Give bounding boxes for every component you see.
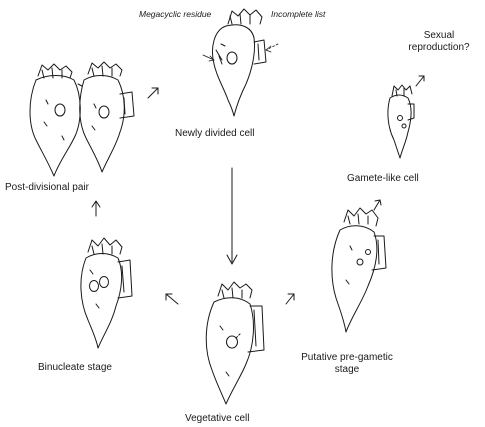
- arrow-up-right: [374, 200, 381, 210]
- arrow-up-right: [286, 294, 294, 304]
- newly-divided-cell-drawing: [213, 9, 267, 116]
- arrow-up-right: [416, 76, 424, 86]
- sexual-reproduction-label: Sexual reproduction?: [404, 30, 474, 54]
- gamete-like-cell-drawing: [388, 85, 414, 158]
- arrow-down: [227, 168, 237, 264]
- post-divisional-pair-drawing: [30, 62, 134, 176]
- post-divisional-pair-label: Post-divisional pair: [5, 182, 89, 194]
- newly-divided-cell-label: Newly divided cell: [175, 128, 254, 140]
- arrow-up: [92, 201, 100, 216]
- gamete-like-cell-label: Gamete-like cell: [347, 173, 419, 185]
- pre-gametic-cell-drawing: [332, 208, 386, 332]
- vegetative-cell-label: Vegetative cell: [185, 413, 250, 425]
- binucleate-stage-label: Binucleate stage: [38, 362, 112, 374]
- incomplete-list-label: Incomplete list: [271, 10, 323, 19]
- pre-gametic-stage-label: Putative pre-gametic stage: [292, 352, 402, 376]
- vegetative-cell-drawing: [206, 282, 264, 404]
- arrow-up-left: [166, 294, 178, 304]
- binucleate-cell-drawing: [81, 238, 132, 348]
- arrow-up-right: [148, 88, 158, 98]
- megacyclic-residue-label: Megacyclic residue: [139, 10, 201, 19]
